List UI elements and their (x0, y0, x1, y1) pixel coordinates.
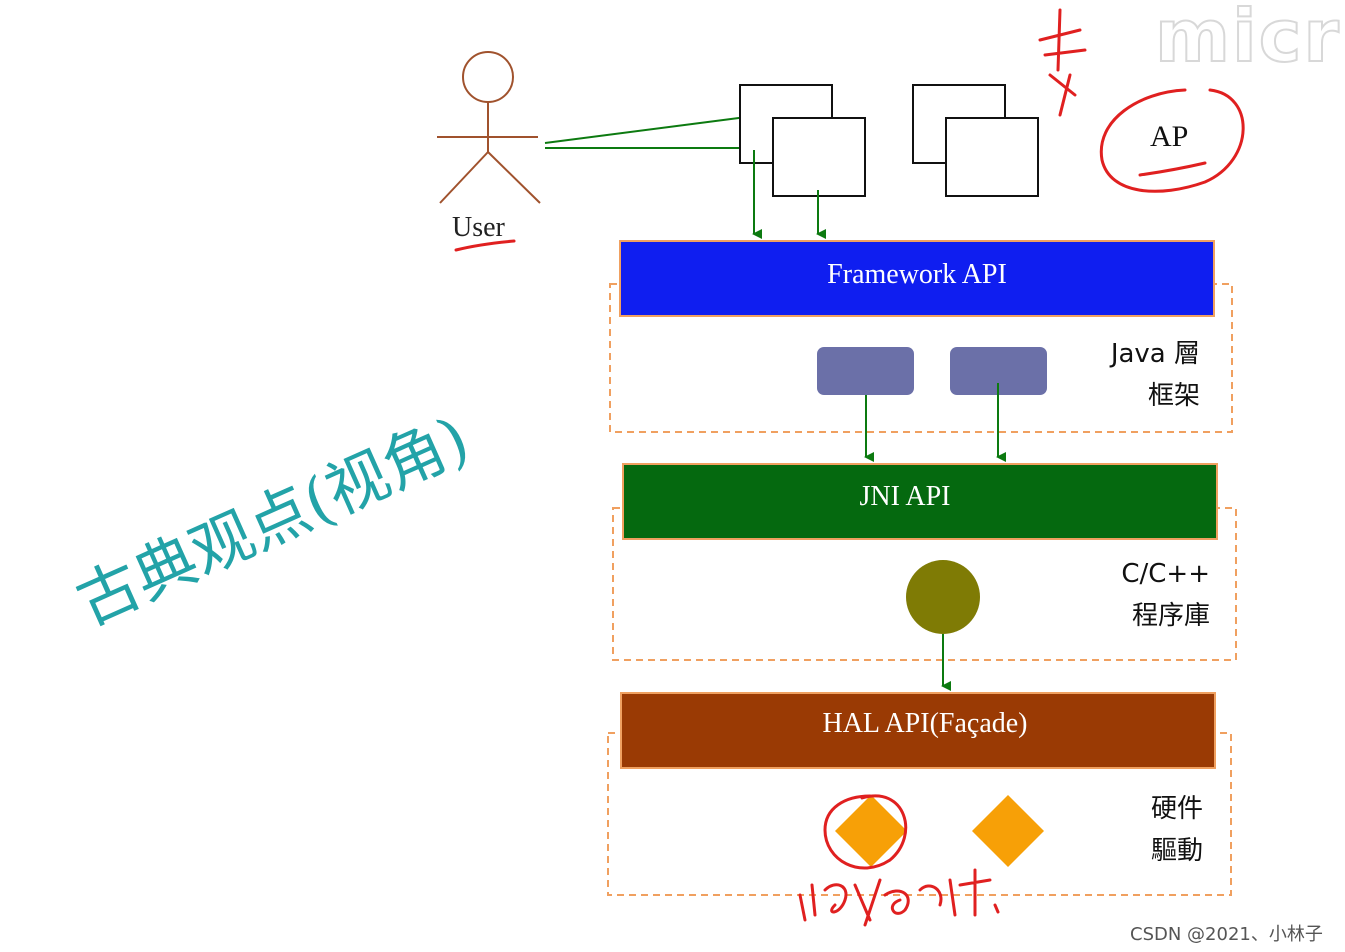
framework-component-1 (817, 347, 914, 395)
framework-region (609, 283, 1233, 433)
hal-region (607, 732, 1232, 896)
java-framework-side-label: Java 層 框架 (1060, 333, 1200, 417)
watermark-logo: micr (1154, 0, 1341, 79)
ap-circle (1099, 88, 1245, 193)
window-to-framework-arrows (752, 150, 826, 239)
framework-api-label: Framework API (827, 259, 1007, 290)
cpp-line: C/C++ (1121, 559, 1210, 589)
driver-diamond-2 (972, 795, 1044, 867)
jni-region (612, 507, 1237, 661)
ap-label: AP (1150, 120, 1189, 153)
scribble-bottom (798, 868, 1000, 927)
hardware-line: 硬件 (1150, 794, 1203, 824)
jni-api-label: JNI API (859, 481, 951, 512)
jni-api-bar (622, 463, 1218, 540)
handwritten-annotations (454, 8, 1245, 927)
framework-to-jni-arrows (864, 383, 1006, 462)
scribble-top (1038, 8, 1087, 117)
ap-underline (1138, 161, 1207, 177)
driver-diamond-1 (835, 795, 907, 867)
user-label: User (452, 212, 505, 243)
app-windows-right (912, 84, 1039, 197)
java-layer-line: Java 層 (1110, 339, 1200, 369)
hardware-driver-side-label: 硬件 驅動 (1060, 788, 1203, 872)
user-underline (454, 239, 516, 252)
app-windows-left (739, 84, 866, 197)
diamond-circle (823, 794, 908, 870)
native-library-circle (906, 560, 980, 634)
hal-api-bar (620, 692, 1216, 769)
library-line: 程序庫 (1131, 601, 1210, 631)
hal-api-label: HAL API(Façade) (822, 708, 1028, 739)
cpp-library-side-label: C/C++ 程序庫 (1070, 553, 1210, 637)
credit-text: CSDN @2021、小林子 (1130, 924, 1323, 945)
framework-line: 框架 (1147, 381, 1200, 411)
framework-component-2 (950, 347, 1047, 395)
user-actor-icon (437, 51, 541, 204)
framework-api-bar (619, 240, 1215, 317)
driver-line: 驅動 (1150, 836, 1203, 866)
layer-regions (607, 283, 1237, 896)
